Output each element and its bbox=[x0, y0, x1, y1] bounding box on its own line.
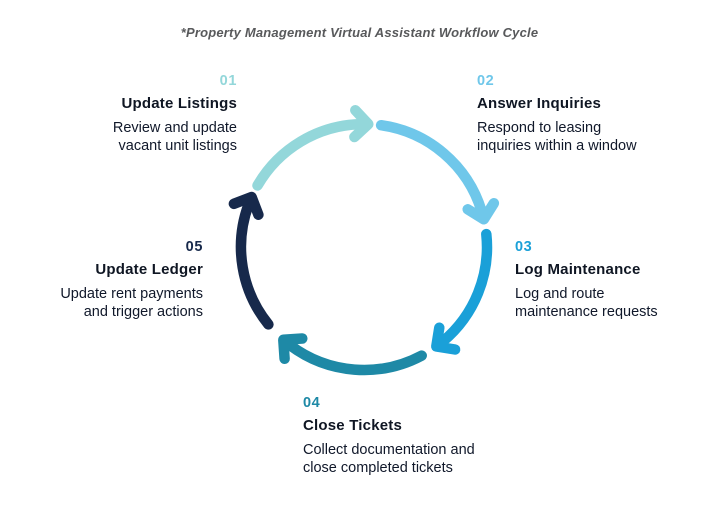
step-label: Close Tickets bbox=[303, 417, 403, 434]
cycle-arc-segment-03 bbox=[437, 228, 493, 347]
step-number: 02 bbox=[477, 73, 495, 89]
step-label: Log Maintenance bbox=[515, 261, 641, 278]
step-number: 03 bbox=[515, 239, 533, 255]
cycle-arc-segment-04 bbox=[284, 339, 427, 376]
cycle-arc-segment-01 bbox=[252, 118, 365, 191]
cycle-arrowhead-03 bbox=[431, 322, 461, 355]
cycle-arrowhead-05 bbox=[228, 191, 264, 220]
step-description-line: and trigger actions bbox=[83, 304, 203, 320]
step-description-line: Collect documentation and bbox=[303, 442, 475, 458]
step-block-update-ledger: 05 Update Ledger Update rent payments an… bbox=[60, 240, 203, 321]
cycle-arc-segment-05 bbox=[235, 199, 274, 330]
step-description-line: inquiries within a window bbox=[477, 138, 637, 154]
step-block-log-maintenance: 03 Log Maintenance Log and route mainten… bbox=[515, 240, 658, 321]
step-description-line: maintenance requests bbox=[515, 304, 658, 320]
step-label: Update Listings bbox=[121, 95, 237, 112]
cycle-arc-segment-02 bbox=[375, 119, 487, 217]
step-number: 01 bbox=[219, 73, 237, 89]
step-description: Collect documentation and close complete… bbox=[303, 441, 475, 477]
step-description-line: Respond to leasing bbox=[477, 120, 602, 136]
step-block-answer-inquiries: 02 Answer Inquiries Respond to leasing i… bbox=[477, 74, 637, 155]
cycle-arrowhead-04 bbox=[278, 333, 308, 365]
cycle-arrowhead-01 bbox=[349, 104, 374, 143]
step-number: 05 bbox=[185, 239, 203, 255]
step-description: Update rent payments and trigger actions bbox=[60, 285, 203, 321]
step-description-line: Update rent payments bbox=[60, 286, 203, 302]
step-description-line: close completed tickets bbox=[303, 460, 453, 476]
step-description: Respond to leasing inquiries within a wi… bbox=[477, 119, 637, 155]
step-label: Answer Inquiries bbox=[477, 95, 602, 112]
step-description: Log and route maintenance requests bbox=[515, 285, 658, 321]
step-block-close-tickets: 04 Close Tickets Collect documentation a… bbox=[303, 396, 475, 477]
step-block-update-listings: 01 Update Listings Review and update vac… bbox=[113, 74, 237, 155]
step-description-line: Log and route bbox=[515, 286, 605, 302]
cycle-arrowhead-02 bbox=[462, 197, 500, 225]
diagram-title: *Property Management Virtual Assistant W… bbox=[180, 25, 539, 40]
step-label: Update Ledger bbox=[95, 261, 203, 278]
step-description-line: vacant unit listings bbox=[118, 138, 237, 154]
step-description-line: Review and update bbox=[112, 120, 237, 136]
step-description: Review and update vacant unit listings bbox=[113, 119, 237, 155]
step-number: 04 bbox=[303, 395, 321, 411]
